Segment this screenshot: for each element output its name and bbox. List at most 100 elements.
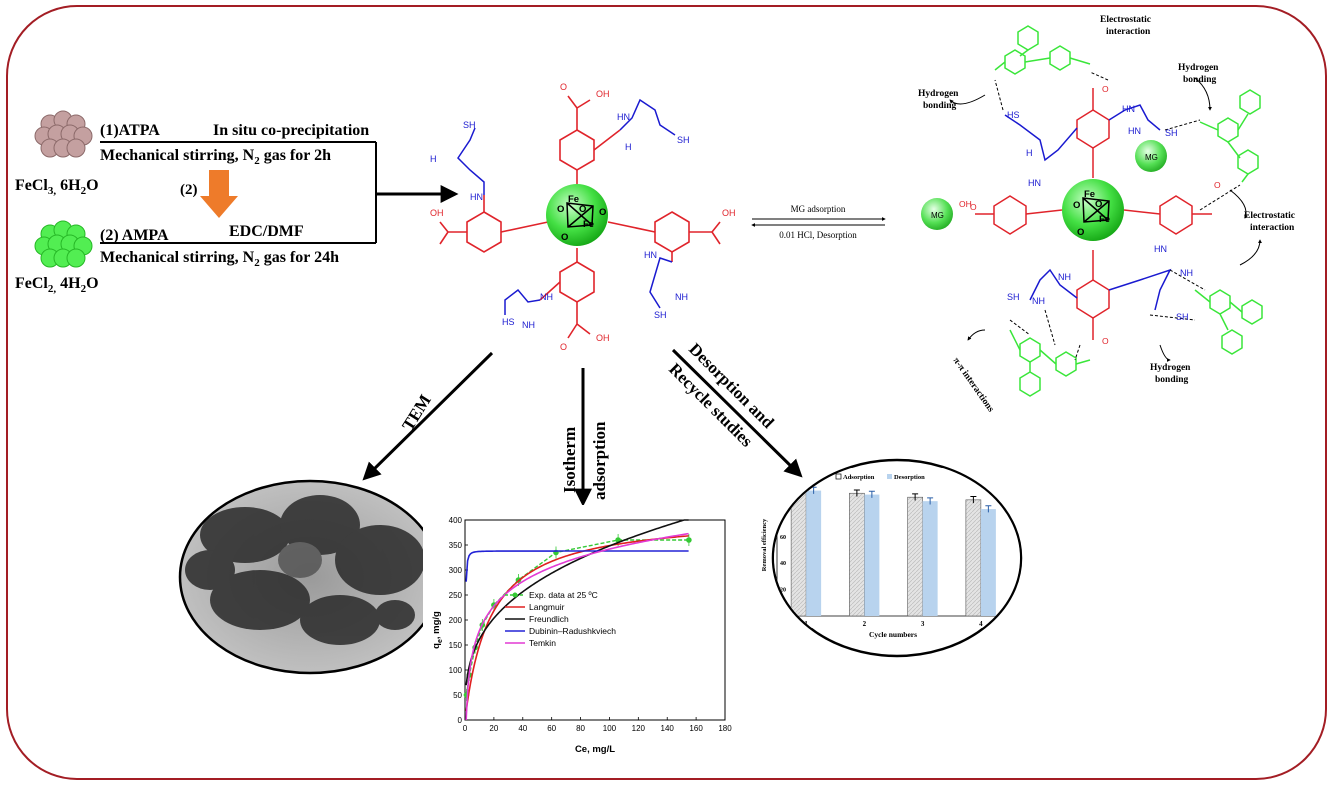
- recycle-chart: 123420406080 Adsorption Desorption Remov…: [761, 458, 1023, 658]
- tem-image: [178, 479, 442, 675]
- step2-coupling: EDC/DMF: [229, 223, 304, 240]
- amine-label: NH: [675, 292, 688, 302]
- carboxyl-label: OH: [722, 208, 736, 218]
- hydrogen-bond-label: Hydrogen: [918, 89, 959, 99]
- carbonyl-o-label: O: [560, 342, 567, 352]
- thiol-label: SH: [654, 310, 667, 320]
- x-tick-label: 60: [547, 724, 556, 733]
- hydrogen-bond-label: bonding: [1183, 75, 1217, 85]
- amide-label: HN: [1028, 178, 1041, 188]
- equilibrium-arrows: MG adsorption 0.01 HCl, Desorption: [751, 204, 886, 240]
- amide-label: NH: [540, 292, 553, 302]
- isotherm-y-label: qe, mg/g: [431, 611, 444, 649]
- y-tick-label: 350: [449, 541, 463, 550]
- outer-frame: [6, 5, 1327, 780]
- amine-label: H: [1026, 148, 1033, 158]
- mg-dye-sphere: [1135, 140, 1167, 172]
- exp-data-line: [465, 539, 689, 696]
- x-tick-label: 160: [689, 724, 703, 733]
- thiol-label: HS: [1007, 110, 1020, 120]
- carboxylate-label: O: [1102, 84, 1109, 94]
- hydrogen-bond-label: bonding: [1155, 375, 1189, 385]
- amide-label: HN: [470, 192, 483, 202]
- ferric-salt-label: FeCl3, 6H2O: [15, 177, 99, 197]
- step2-condition: Mechanical stirring, N2 gas for 24h: [100, 249, 339, 269]
- hydrogen-bond-label: Hydrogen: [1150, 363, 1191, 373]
- bar-adsorption: [965, 499, 982, 617]
- y-tick-label: 400: [449, 516, 463, 525]
- legend-entry: Langmuir: [529, 602, 565, 612]
- thiol-label: SH: [1176, 312, 1189, 322]
- y-tick-label: 0: [458, 716, 463, 725]
- legend-marker: [512, 592, 518, 598]
- step-number: (2): [180, 182, 198, 198]
- mg-label: MG: [1145, 153, 1158, 162]
- benzene-ring-top: [559, 129, 595, 171]
- synthesis-scheme: (1)ATPA In situ co-precipitation Mechani…: [15, 110, 459, 295]
- bar-desorption: [922, 501, 938, 616]
- y-tick-label: 20: [780, 588, 786, 594]
- step2-reagent: (2) AMPA: [100, 227, 169, 244]
- fe-label: Fe: [1084, 189, 1095, 200]
- isotherm-label: Isotherm: [560, 427, 579, 493]
- electrostatic-label: interaction: [1250, 223, 1295, 233]
- adsorption-label: MG adsorption: [791, 204, 846, 214]
- benzene-ring-left: [466, 211, 502, 253]
- bar-desorption: [806, 490, 822, 616]
- pi-pi-label: π-π interactions: [951, 356, 996, 414]
- branch-arrows: TEM Isotherm adsorption Desorption and R…: [362, 339, 803, 507]
- thiol-label: SH: [1165, 128, 1178, 138]
- ferrous-particles-icon: [34, 220, 93, 268]
- benzene-ring-bottom: [559, 261, 595, 303]
- y-tick-label: 250: [449, 591, 463, 600]
- legend-entry: Dubinin–Radushkviech: [529, 626, 616, 636]
- carboxyl-label: OH: [596, 89, 610, 99]
- o-label: O: [561, 232, 568, 243]
- fe3o4-core: [1062, 179, 1124, 241]
- amide-label: HN: [1128, 126, 1141, 136]
- fe-label: Fe: [568, 194, 579, 205]
- amide-label: NH: [1058, 272, 1071, 282]
- legend-entry: Exp. data at 25 ºC: [529, 590, 598, 600]
- fe-label: Fe: [1099, 214, 1110, 225]
- bar-desorption: [980, 509, 996, 616]
- step1-method: In situ co-precipitation: [213, 122, 369, 139]
- o-label: O: [1077, 227, 1084, 238]
- electrostatic-label: Electrostatic: [1244, 211, 1295, 221]
- category-label: 4: [979, 620, 983, 628]
- mg-label: MG: [931, 211, 944, 220]
- ferric-particles-icon: [34, 110, 93, 158]
- y-tick-label: 200: [449, 616, 463, 625]
- amine-label: H: [430, 154, 437, 164]
- o-label: O: [1095, 199, 1102, 210]
- malachite-green-molecules: [994, 25, 1263, 397]
- y-tick-label: 40: [780, 561, 786, 567]
- o-label: O: [1073, 200, 1080, 211]
- x-tick-label: 40: [518, 724, 527, 733]
- o-label: O: [599, 207, 606, 218]
- step1-reagent: (1)ATPA: [100, 122, 160, 139]
- fe3o4-core: [546, 184, 608, 246]
- electrostatic-label: interaction: [1106, 27, 1151, 37]
- electrostatic-label: Electrostatic: [1100, 15, 1151, 25]
- thiol-label: SH: [1007, 292, 1020, 302]
- step1-condition: Mechanical stirring, N2 gas for 2h: [100, 147, 331, 167]
- fe-label: Fe: [583, 219, 594, 230]
- category-label: 3: [921, 620, 925, 628]
- down-arrow-icon: [200, 170, 238, 218]
- amine-label: NH: [522, 320, 535, 330]
- isotherm-label: adsorption: [590, 421, 609, 500]
- o-label: O: [557, 204, 564, 215]
- category-label: 2: [863, 620, 867, 628]
- bar-adsorption: [849, 492, 865, 617]
- fe-o-cluster: [566, 202, 594, 228]
- amide-label: HN: [644, 250, 657, 260]
- x-tick-label: 140: [661, 724, 675, 733]
- x-tick-label: 20: [489, 724, 498, 733]
- o-label: O: [579, 204, 586, 215]
- x-tick-label: 120: [632, 724, 646, 733]
- recycle-x-label: Cycle numbers: [869, 630, 917, 639]
- isotherm-series-line: [465, 550, 689, 582]
